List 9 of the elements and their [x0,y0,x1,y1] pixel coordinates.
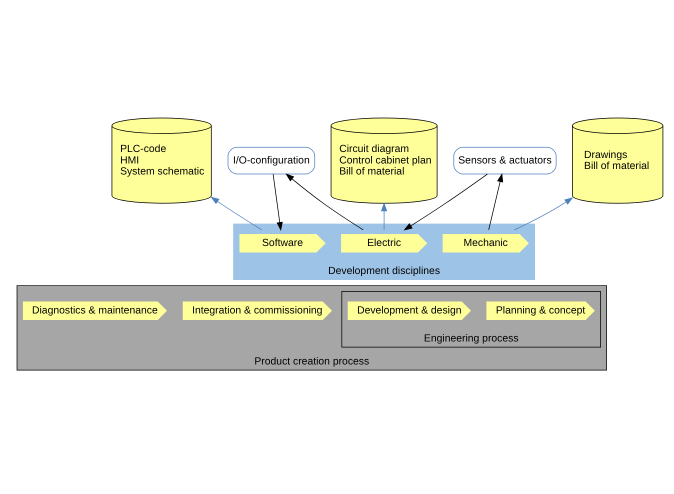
arrow [285,173,364,230]
node-box: Sensors & actuators [453,146,556,174]
arrow [272,174,283,231]
node-box: I/O-configuration [228,146,316,174]
arrow [404,174,488,230]
arrow [210,196,262,230]
arrow [488,173,504,230]
arrow [380,202,388,230]
arrow [514,197,574,230]
